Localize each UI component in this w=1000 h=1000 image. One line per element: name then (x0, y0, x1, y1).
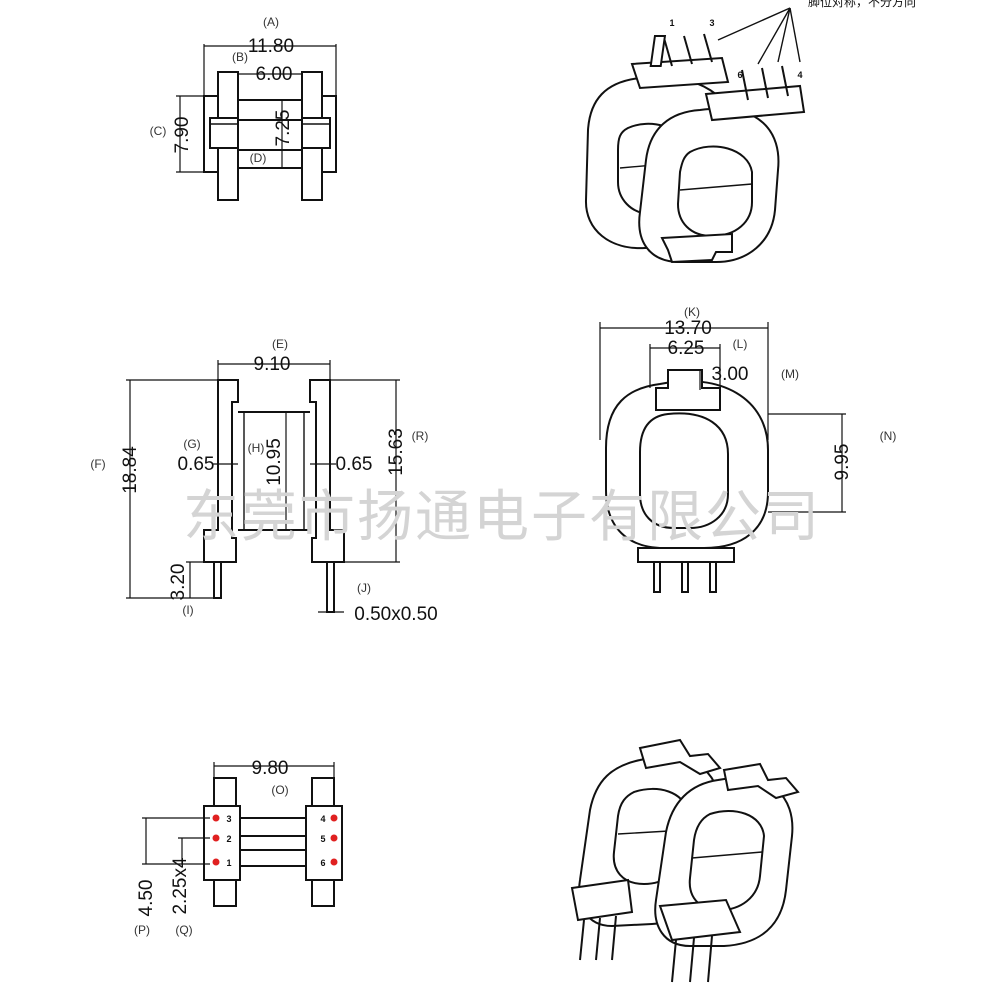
dim-g2-value: 0.65 (336, 454, 373, 475)
pin-1-dot (212, 858, 220, 866)
pin-3-dot (212, 814, 220, 822)
iso-pin-1-label: 1 (669, 18, 674, 28)
pin-3-label: 3 (226, 814, 231, 824)
dim-c-value: 7.90 (172, 117, 193, 154)
bottom-view-pins (212, 814, 338, 866)
label-h: (H) (248, 441, 265, 455)
pin-4-label: 4 (320, 814, 325, 824)
iso-view-bottom (570, 738, 800, 983)
pin-5-label: 5 (320, 834, 325, 844)
pin-6-dot (330, 858, 338, 866)
dim-b-value: 6.00 (256, 64, 293, 85)
label-r: (R) (412, 429, 429, 443)
pin-2-label: 2 (226, 834, 231, 844)
label-p: (P) (134, 923, 150, 937)
dim-n-value: 9.95 (832, 444, 853, 481)
label-o: (O) (271, 783, 288, 797)
dim-a-value: 11.80 (248, 36, 294, 57)
dim-j-value: 0.50x0.50 (354, 604, 437, 625)
dim-f-value: 18.84 (120, 446, 141, 494)
label-f: (F) (90, 457, 105, 471)
label-e: (E) (272, 337, 288, 351)
dim-e-value: 9.10 (254, 354, 291, 375)
iso-pin-6-label: 6 (737, 70, 742, 80)
label-a: (A) (263, 15, 279, 29)
front-view (599, 322, 846, 593)
pin-4-dot (330, 814, 338, 822)
iso-view-top (584, 7, 806, 264)
label-g: (G) (183, 437, 200, 451)
label-q: (Q) (175, 923, 192, 937)
dim-m-value: 3.00 (712, 364, 749, 385)
dim-d-value: 7.25 (273, 110, 294, 147)
dim-k-value: 13.70 (664, 318, 712, 339)
dim-h-value: 10.95 (264, 438, 285, 486)
label-i: (I) (182, 603, 193, 617)
dim-r-value: 15.63 (386, 428, 407, 476)
dim-o-value: 9.80 (252, 758, 289, 779)
dim-q-value: 2.25x4 (170, 857, 191, 914)
pin-1-label: 1 (226, 858, 231, 868)
top-view (176, 44, 337, 201)
label-k: (K) (684, 305, 700, 319)
label-j: (J) (357, 581, 371, 595)
iso-pin-4-label: 4 (797, 70, 802, 80)
pin-5-dot (330, 834, 338, 842)
label-c: (C) (150, 124, 167, 138)
label-d: (D) (250, 151, 267, 165)
dim-i-value: 3.20 (168, 564, 189, 601)
label-n: (N) (880, 429, 897, 443)
pin-2-dot (212, 834, 220, 842)
dim-l-value: 6.25 (668, 338, 705, 359)
pin-6-label: 6 (320, 858, 325, 868)
dim-p-value: 4.50 (136, 880, 157, 917)
company-watermark: 东莞市扬通电子有限公司 (183, 485, 821, 550)
label-b: (B) (232, 50, 248, 64)
label-m: (M) (781, 367, 799, 381)
symmetry-note: 脚位对称，不分方向 (808, 0, 916, 9)
label-l: (L) (733, 337, 748, 351)
iso-pin-3-label: 3 (709, 18, 714, 28)
dim-g-value: 0.65 (178, 454, 215, 475)
side-view (126, 360, 400, 613)
